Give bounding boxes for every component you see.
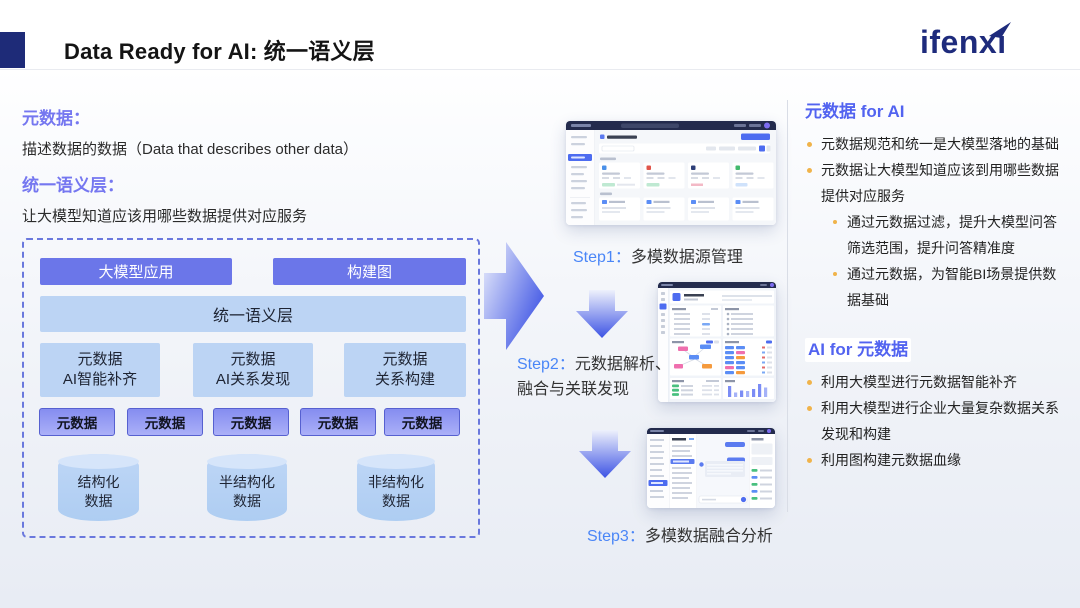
diagram-box-ai-relation-discovery: 元数据 AI关系发现 (193, 343, 313, 397)
term-metadata-desc: 描述数据的数据（Data that describes other data） (22, 141, 358, 158)
step3-label: Step3：多模数据融合分析 (587, 524, 773, 549)
step2-title: 元数据解析、 (574, 356, 671, 373)
screenshot-step3-window (647, 428, 775, 508)
diagram-box-semantic-layer: 统一语义层 (40, 296, 466, 332)
ai-for-metadata-list: 利用大模型进行元数据智能补齐 利用大模型进行企业大量复杂数据关系发现和构建 利用… (805, 369, 1069, 473)
screenshot-step2-metadata-analysis (658, 282, 776, 402)
arrow-down-icon (576, 290, 628, 338)
heading-ai-for-metadata-text: AI for 元数据 (805, 338, 912, 362)
vertical-divider (787, 100, 788, 512)
cylinder-structured-data: 结构化 数据 (58, 454, 139, 521)
metadata-chip: 元数据 (384, 408, 460, 436)
logo-text: ifenxi (920, 24, 1007, 60)
step1-label: Step1：多模数据源管理 (573, 245, 743, 270)
metadata-chip: 元数据 (300, 408, 376, 436)
diagram-box-relation-build: 元数据 关系构建 (344, 343, 466, 397)
metadata-chip: 元数据 (213, 408, 289, 436)
sub-bullet-item: 通过元数据，为智能BI场景提供数据基础 (831, 261, 1069, 313)
term-semantic-layer: 统一语义层： (22, 176, 124, 195)
header-divider (0, 69, 1080, 70)
cylinder-unstructured-data: 非结构化 数据 (357, 454, 435, 521)
cyl-line: 半结构化 (219, 474, 275, 491)
step2-title-line2: 融合与关联发现 (517, 381, 630, 398)
cyl-line: 结构化 (77, 474, 120, 491)
cap-line: 元数据 (77, 350, 123, 368)
bullet-item: 元数据规范和统一是大模型落地的基础 (805, 131, 1069, 157)
metadata-for-ai-list: 元数据规范和统一是大模型落地的基础 元数据让大模型知道应该到用哪些数据提供对应服… (805, 131, 1069, 313)
cap-line: AI关系发现 (215, 371, 291, 388)
step1-number: Step1： (573, 249, 631, 266)
bullet-item: 利用大模型进行元数据智能补齐 (805, 369, 1069, 395)
bullet-item: 元数据让大模型知道应该到用哪些数据提供对应服务 (805, 157, 1069, 209)
cap-line: 元数据 (382, 350, 428, 368)
title-accent-square (0, 32, 25, 68)
step2-label: Step2：元数据解析、 融合与关联发现 (517, 352, 671, 402)
arrow-down-icon (579, 430, 631, 478)
step3-title: 多模数据融合分析 (644, 528, 773, 545)
cyl-line: 数据 (84, 492, 113, 509)
logo: ifenxi (920, 22, 1011, 61)
logo-arrow-icon (988, 22, 1011, 38)
cap-line: 关系构建 (374, 371, 435, 388)
metadata-chip: 元数据 (127, 408, 203, 436)
diagram-box-ai-completion: 元数据 AI智能补齐 (40, 343, 160, 397)
arrow-right-icon (484, 242, 544, 350)
diagram-box-build-graph: 构建图 (273, 258, 466, 285)
cylinder-semi-structured-data: 半结构化 数据 (207, 454, 287, 521)
step2-number: Step2： (517, 356, 575, 373)
sub-bullet-item: 通过元数据过滤，提升大模型问答筛选范围，提升问答精准度 (831, 209, 1069, 261)
cap-line: 元数据 (230, 350, 276, 368)
screenshot-step2-window (658, 282, 776, 402)
term-metadata: 元数据： (22, 109, 90, 128)
diagram-box-llm-app: 大模型应用 (40, 258, 232, 285)
cyl-line: 数据 (233, 492, 261, 509)
screenshot-step1-window (566, 121, 776, 225)
heading-metadata-for-ai: 元数据 for AI (805, 102, 905, 121)
term-semantic-layer-desc: 让大模型知道应该用哪些数据提供对应服务 (22, 208, 308, 225)
metadata-chip: 元数据 (39, 408, 115, 436)
page-title: Data Ready for AI: 统一语义层 (64, 39, 375, 64)
bullet-item: 利用大模型进行企业大量复杂数据关系发现和构建 (805, 395, 1069, 447)
bullet-item: 利用图构建元数据血缘 (805, 447, 1069, 473)
architecture-diagram: 大模型应用 构建图 统一语义层 元数据 AI智能补齐 元数据 AI关系发现 元数… (22, 238, 480, 538)
screenshot-step1-datasource-manager (566, 121, 776, 225)
cap-line: AI智能补齐 (62, 371, 138, 388)
step3-number: Step3： (587, 528, 645, 545)
heading-ai-for-metadata: AI for 元数据 (805, 338, 1069, 362)
right-panel: 元数据 for AI 元数据规范和统一是大模型落地的基础 元数据让大模型知道应该… (805, 100, 1069, 473)
screenshot-step3-fusion-analysis-chat (647, 428, 775, 508)
cyl-line: 数据 (382, 492, 410, 509)
step1-title: 多模数据源管理 (630, 249, 743, 266)
cyl-line: 非结构化 (368, 474, 424, 491)
